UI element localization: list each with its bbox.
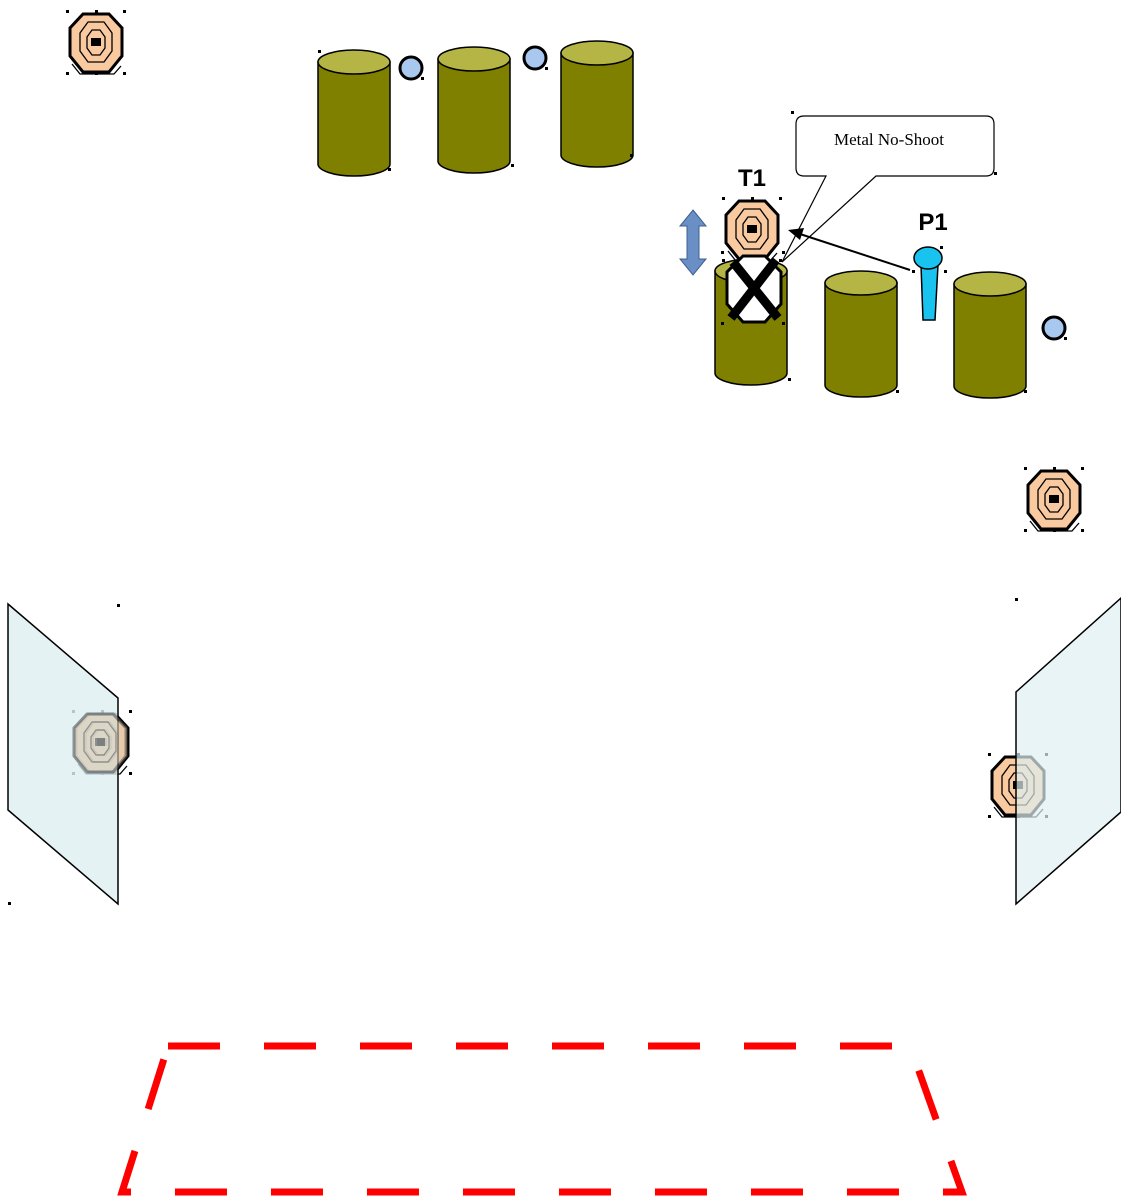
barrel-icon bbox=[954, 272, 1026, 398]
double-arrow-icon bbox=[680, 210, 706, 275]
paper-target-icon bbox=[722, 197, 782, 262]
barrel-icon bbox=[318, 50, 390, 176]
steel-plate-icon bbox=[1043, 317, 1067, 340]
barrel-icon bbox=[825, 271, 897, 397]
shooting-area-fault-line bbox=[122, 1046, 962, 1192]
popper-icon bbox=[912, 246, 947, 320]
paper-target-icon bbox=[66, 10, 126, 75]
barrel-icon bbox=[438, 47, 510, 173]
target-label: T1 bbox=[738, 165, 766, 192]
barrel-icon bbox=[561, 41, 633, 167]
paper-target-icon bbox=[74, 714, 126, 772]
callout-text: Metal No-Shoot bbox=[834, 130, 944, 149]
popper-label: P1 bbox=[918, 209, 947, 236]
right-wall-panel bbox=[988, 598, 1121, 904]
steel-plate-icon bbox=[524, 47, 548, 70]
steel-plate-icon bbox=[400, 57, 424, 80]
callout-bubble: Metal No-Shoot bbox=[782, 116, 994, 262]
paper-target-icon bbox=[1024, 467, 1084, 532]
left-wall-panel bbox=[8, 604, 132, 905]
